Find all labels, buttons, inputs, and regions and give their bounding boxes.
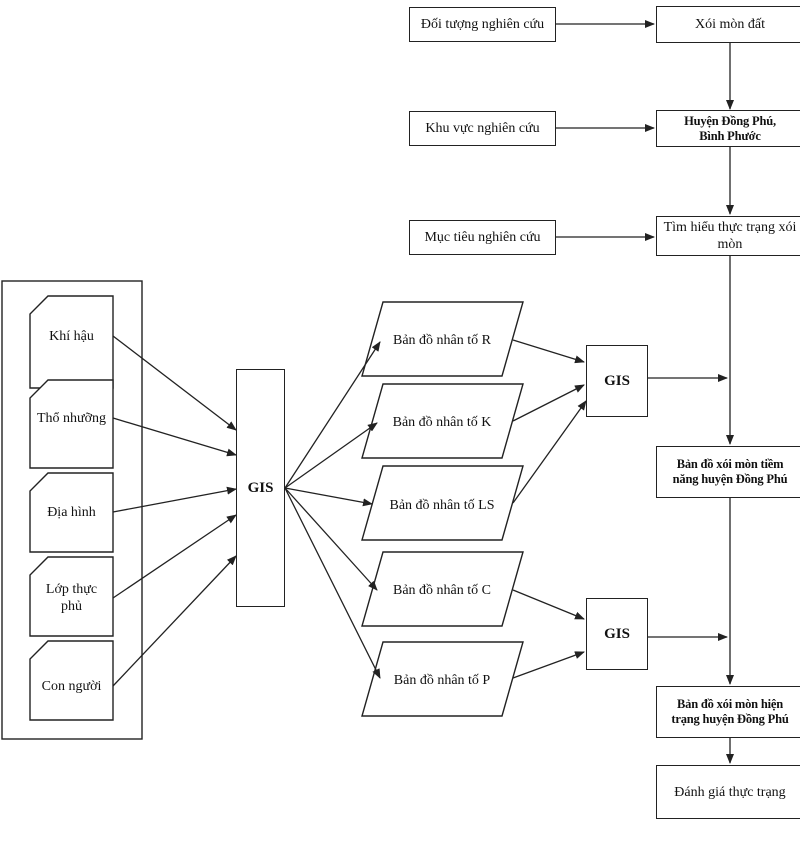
doc-shape-tho-nhuong <box>29 379 114 469</box>
factor-map-r: Bản đồ nhân tố R <box>393 332 491 348</box>
input-dia-hinh: Địa hình <box>47 504 96 520</box>
factor-map-p: Bản đồ nhân tố P <box>393 672 491 688</box>
arrow-in-con-nguoi <box>112 555 237 687</box>
doc-shape-con-nguoi <box>29 640 114 721</box>
area-label-box: Khu vực nghiên cứu <box>409 111 556 146</box>
arrow-r-gis1 <box>512 339 585 364</box>
input-lop-thuc-phu: Lớp thực phủ <box>45 582 98 614</box>
area-value-box: Huyện Đồng Phú, Bình Phước <box>656 110 800 147</box>
gis-1-label: GIS <box>604 372 630 389</box>
para-shape-c <box>361 551 524 627</box>
arrow-in-khi-hau <box>112 335 237 431</box>
factor-map-k: Bản đồ nhân tố K <box>392 414 492 430</box>
assessment: Đánh giá thực trạng <box>674 784 786 800</box>
assessment-box: Đánh giá thực trạng <box>656 765 800 819</box>
arrow-out-p <box>284 487 381 679</box>
arrow-in-dia-hinh <box>112 486 237 513</box>
gis-box-1: GIS <box>586 345 648 417</box>
doc-shape-dia-hinh <box>29 472 114 553</box>
object-label-box: Đối tượng nghiên cứu <box>409 7 556 42</box>
arrow-k-gis1 <box>512 384 585 422</box>
arrow-in-tho-nhuong <box>112 417 237 457</box>
para-shape-p <box>361 641 524 717</box>
arrow-in-lop-thuc-phu <box>112 514 237 599</box>
arrow-c-gis2 <box>512 589 585 620</box>
arrow-out-k <box>284 422 378 489</box>
current-map-box: Bản đồ xói mòn hiện trạng huyện Đồng Phú <box>656 686 800 738</box>
area-label: Khu vực nghiên cứu <box>425 121 540 136</box>
arrow-out-ls <box>284 487 373 507</box>
inputs-frame <box>1 280 143 740</box>
arrow-out-c <box>284 487 378 591</box>
potential-map: Bản đồ xói mòn tiềm năng huyện Đồng Phú <box>672 457 788 486</box>
para-shape-r <box>361 301 524 377</box>
input-khi-hau: Khí hậu <box>49 328 94 344</box>
arrow-out-r <box>284 341 381 489</box>
object-value-box: Xói mòn đất <box>656 6 800 43</box>
doc-shape-lop-thuc-phu <box>29 556 114 637</box>
gis-central-label: GIS <box>247 479 274 496</box>
gis-2-label: GIS <box>604 625 630 642</box>
gis-central-box: GIS <box>236 369 285 607</box>
arrow-ls-gis1 <box>512 400 587 504</box>
goal-value: Tìm hiểu thực trạng xói mòn <box>663 220 797 252</box>
factor-map-ls: Bản đồ nhân tố LS <box>389 497 495 513</box>
goal-label-box: Mục tiêu nghiên cứu <box>409 220 556 255</box>
factor-map-c: Bản đồ nhân tố C <box>393 582 491 598</box>
goal-value-box: Tìm hiểu thực trạng xói mòn <box>656 216 800 256</box>
para-shape-ls <box>361 465 524 541</box>
input-tho-nhuong: Thổ nhưỡng <box>36 410 107 426</box>
input-con-nguoi: Con người <box>41 678 102 694</box>
goal-label: Mục tiêu nghiên cứu <box>424 230 541 245</box>
potential-map-box: Bản đồ xói mòn tiềm năng huyện Đồng Phú <box>656 446 800 498</box>
arrow-p-gis2 <box>512 651 585 679</box>
object-label: Đối tượng nghiên cứu <box>420 17 545 32</box>
area-value: Huyện Đồng Phú, Bình Phước <box>684 113 776 143</box>
object-value: Xói mòn đất <box>695 17 765 32</box>
para-shape-k <box>361 383 524 459</box>
gis-box-2: GIS <box>586 598 648 670</box>
current-map: Bản đồ xói mòn hiện trạng huyện Đồng Phú <box>671 697 789 726</box>
